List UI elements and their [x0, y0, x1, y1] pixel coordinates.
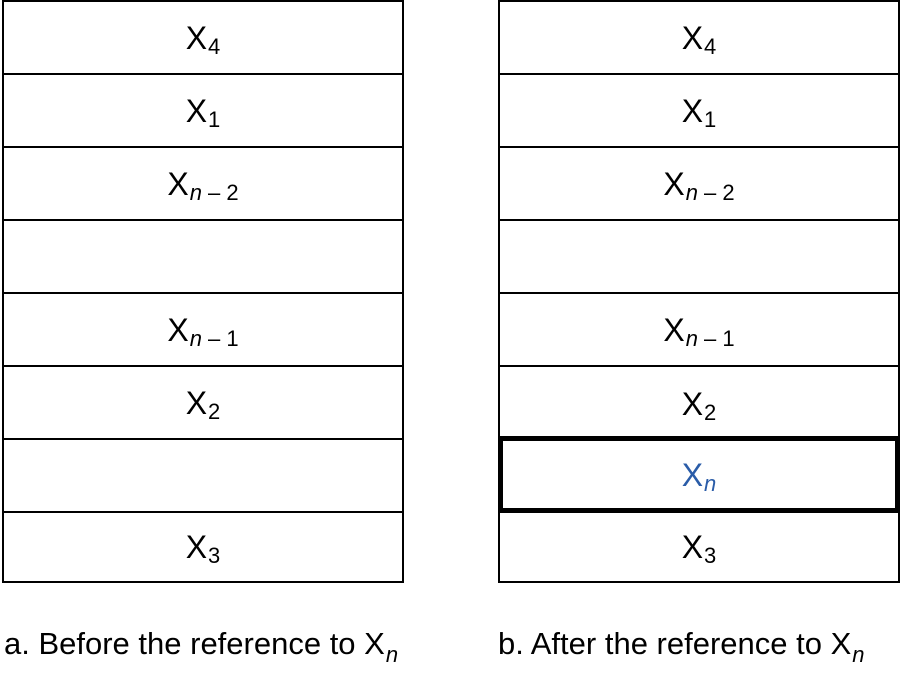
cell-subscript: 3 [704, 543, 717, 568]
cell-label: X [681, 92, 704, 129]
cell-label: X [681, 529, 704, 565]
cell-subscript: 1 [208, 106, 221, 132]
caption-text: b. After the reference to X [498, 626, 852, 661]
caption-subscript: n [385, 642, 399, 667]
cell-subscript: n [704, 470, 717, 496]
cell-label: X [185, 19, 208, 56]
cell-subscript: 4 [208, 33, 221, 59]
caption-after: b. After the reference to Xn [498, 626, 865, 667]
cell-label: X [681, 456, 704, 493]
cell-label: X [681, 19, 704, 56]
cell-label: X [185, 529, 208, 565]
stack-cell-empty [4, 221, 402, 294]
cell-subscript: n – 2 [189, 179, 239, 205]
cell-label: X [167, 311, 189, 348]
caption-text: a. Before the reference to X [4, 626, 385, 661]
cell-label: X [185, 384, 208, 421]
cell-subscript: n – 1 [189, 325, 239, 351]
cell-subscript: n – 2 [685, 179, 735, 205]
cell-label: X [681, 385, 704, 422]
cell-subscript: n – 1 [685, 325, 735, 351]
cell-subscript: 4 [704, 33, 717, 59]
stack-cell-empty [500, 221, 898, 294]
cell-subscript: 1 [704, 106, 717, 132]
cell-label: X [663, 165, 685, 202]
stack-cell-empty [4, 440, 402, 513]
caption-before: a. Before the reference to Xn [4, 626, 398, 667]
cell-subscript: 3 [208, 543, 221, 568]
cell-label: X [167, 165, 189, 202]
cell-subscript: 2 [208, 398, 221, 424]
cell-subscript: 2 [704, 399, 717, 425]
caption-subscript: n [852, 642, 865, 667]
cell-label: X [663, 311, 685, 348]
cell-label: X [185, 92, 208, 129]
